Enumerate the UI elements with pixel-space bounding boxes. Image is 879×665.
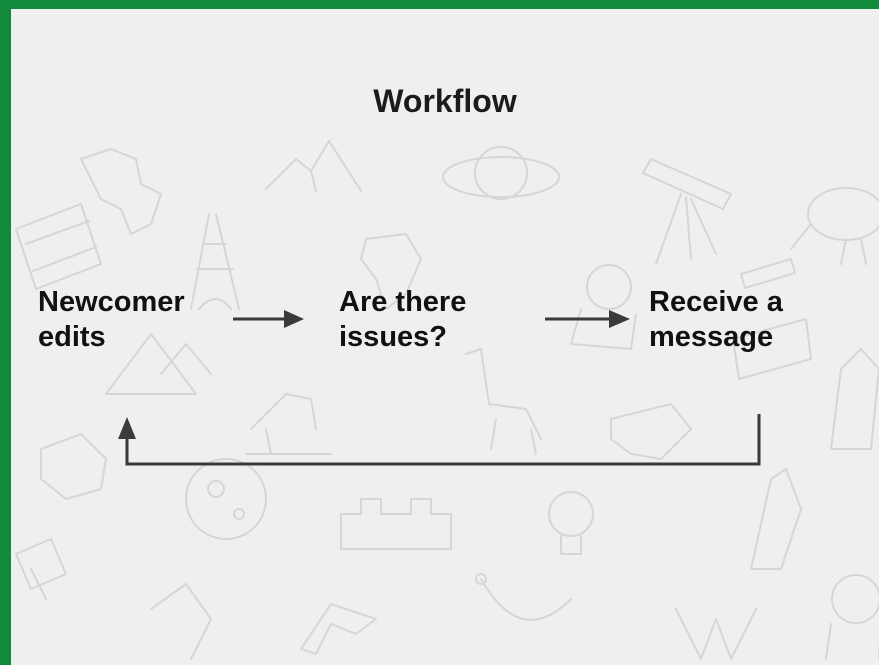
- castle-doodle: [340, 498, 452, 550]
- moai-statue-doodle: [830, 348, 879, 450]
- telescope-doodle: [642, 158, 732, 265]
- step-receive-message: Receive a message: [649, 286, 783, 353]
- arrow-message-back-to-edits: [118, 414, 761, 466]
- step-newcomer-edits: Newcomer edits: [38, 286, 185, 353]
- necklace-doodle: [475, 573, 572, 621]
- moon-doodle: [185, 458, 267, 540]
- boomerang-doodle: [300, 603, 377, 655]
- arrow-edits-to-issues: [233, 310, 304, 328]
- nefertiti-doodle: [150, 583, 212, 660]
- person-bust-doodle: [570, 264, 637, 350]
- llama-doodle: [465, 348, 542, 455]
- diagram-title: Workflow: [373, 83, 517, 119]
- africa-map-doodle: [80, 148, 162, 235]
- arrow-issues-to-message: [545, 310, 630, 328]
- satellite-doodle: [15, 538, 67, 600]
- south-america-map-doodle: [360, 233, 422, 310]
- statue-doodle: [750, 468, 802, 570]
- flow-arrows: [118, 310, 761, 466]
- sphinx-doodle: [245, 393, 332, 455]
- clapperboard-doodle: [732, 258, 812, 380]
- asia-map-doodle: [610, 403, 692, 460]
- slide: Workflow Newcomer edits Are there issues…: [11, 9, 879, 665]
- australia-map-doodle: [40, 433, 107, 500]
- kiwi-bird-doodle: [790, 187, 879, 265]
- film-strip-doodle: [15, 203, 102, 290]
- wikipedia-w-doodle: [675, 608, 757, 660]
- saturn-doodle: [442, 146, 560, 200]
- eiffel-tower-doodle: [190, 213, 240, 310]
- mountain-doodle: [265, 140, 362, 192]
- step-are-there-issues: Are there issues?: [339, 286, 467, 353]
- head-bust-doodle: [825, 574, 879, 660]
- background-doodles: [15, 140, 879, 660]
- light-bulb-doodle: [548, 491, 594, 555]
- pyramids-doodle: [105, 333, 212, 395]
